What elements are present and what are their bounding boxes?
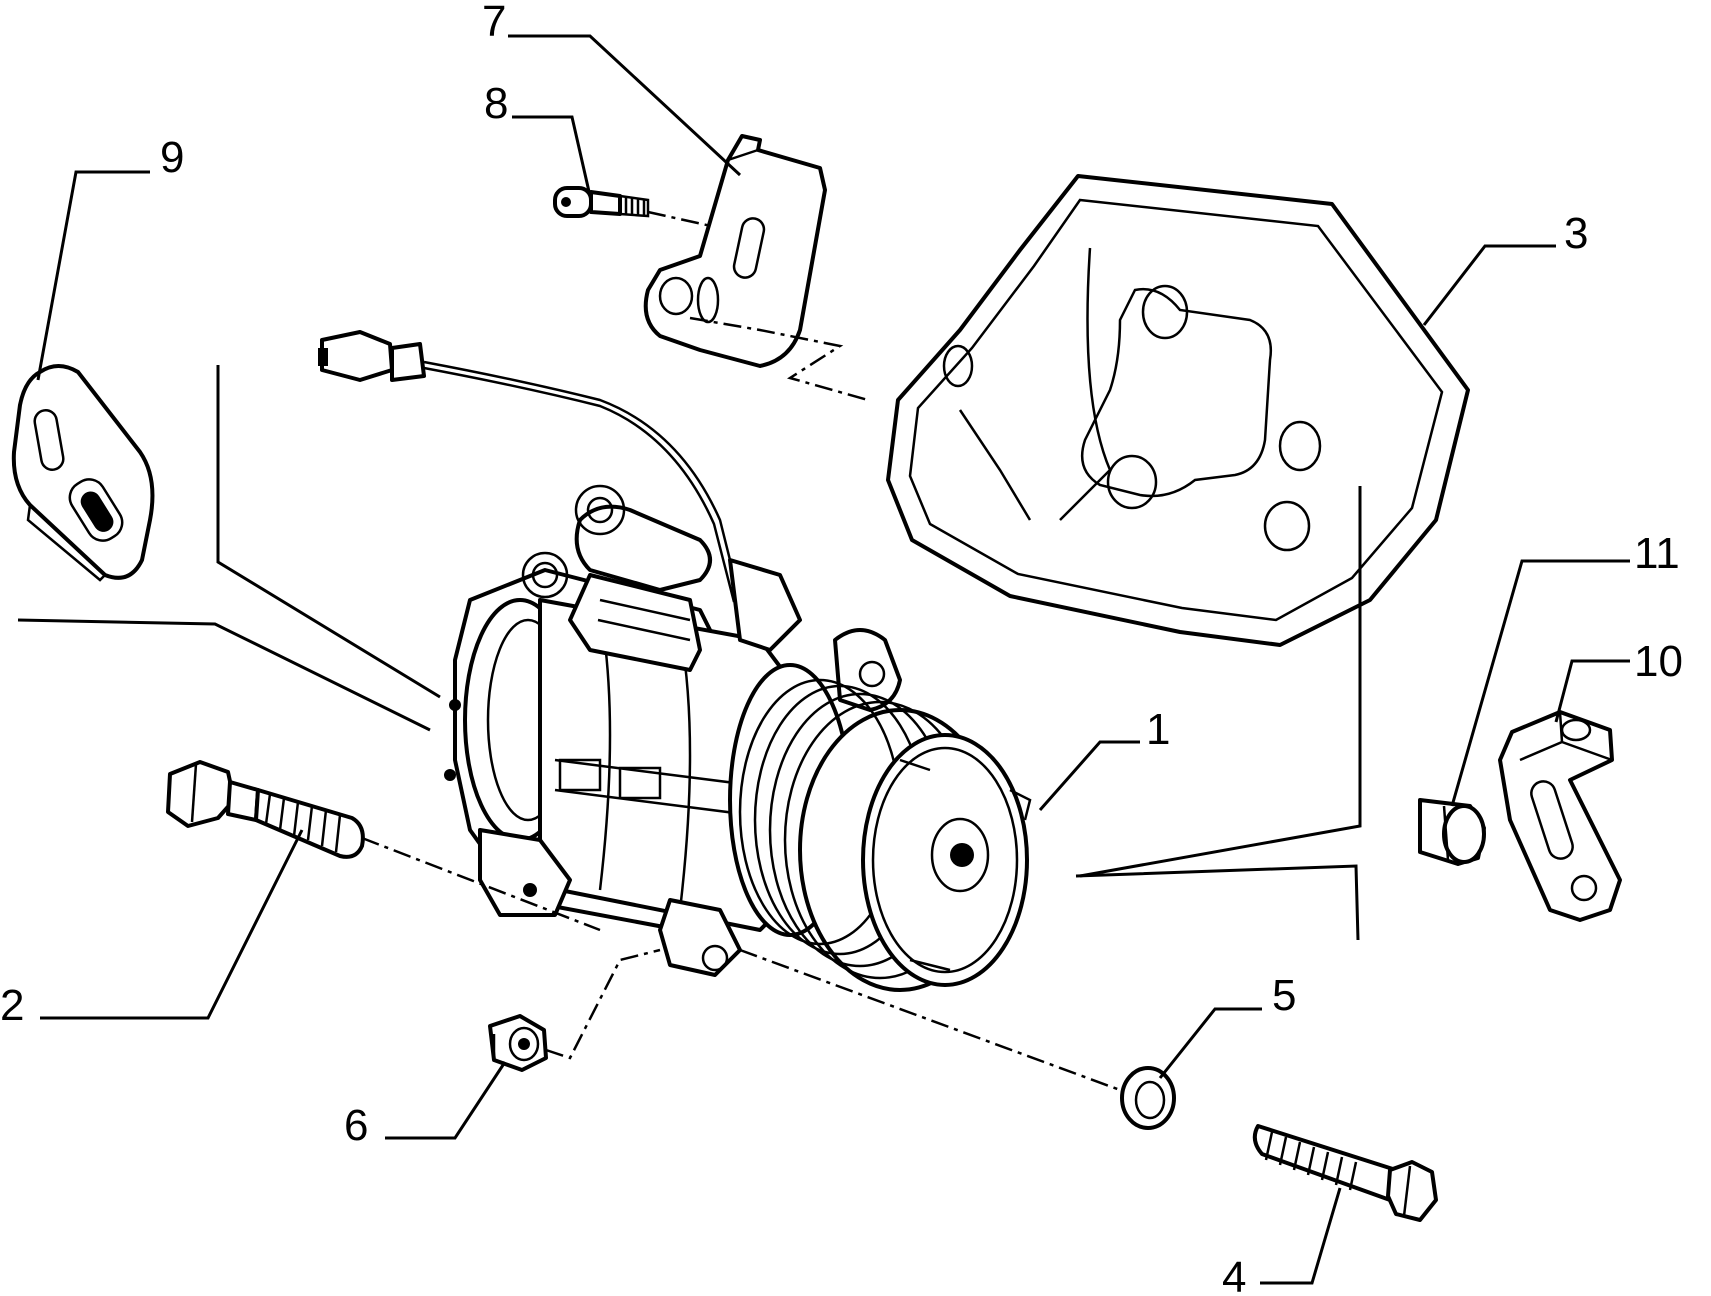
leader-9 <box>36 170 150 381</box>
compressor-icon <box>444 484 1032 992</box>
bolt-icon <box>1252 1124 1438 1222</box>
slotted-plate-icon <box>11 364 155 582</box>
washer-icon <box>739 948 1176 1130</box>
leader-4 <box>1260 1187 1342 1285</box>
leader-11 <box>1450 559 1630 807</box>
assembly-lines <box>17 365 1362 941</box>
callout-5: 5 <box>1272 971 1296 1020</box>
leader-6 <box>385 1061 507 1140</box>
callout-1: 1 <box>1146 705 1170 754</box>
callout-10: 10 <box>1634 637 1683 686</box>
callout-6: 6 <box>344 1101 368 1150</box>
leader-lines <box>36 34 1630 1285</box>
long-bolt-icon <box>166 760 601 932</box>
callout-9: 9 <box>160 133 184 182</box>
electrical-connector-icon <box>318 330 742 603</box>
mounting-bracket-icon <box>886 174 1470 647</box>
callout-3: 3 <box>1564 209 1588 258</box>
screw-icon <box>553 186 721 230</box>
l-bracket-icon <box>1498 710 1622 922</box>
leader-7 <box>508 34 742 177</box>
callout-8: 8 <box>484 79 508 128</box>
nut-icon <box>488 948 661 1072</box>
leader-5 <box>1158 1007 1262 1079</box>
callout-2: 2 <box>0 981 24 1030</box>
leader-8 <box>512 115 592 197</box>
angle-bracket-icon <box>643 134 869 402</box>
leader-3 <box>1422 244 1556 326</box>
callout-7: 7 <box>482 0 506 46</box>
callout-11: 11 <box>1634 529 1680 578</box>
spacer-icon <box>1418 798 1486 866</box>
callout-4: 4 <box>1222 1253 1246 1296</box>
leader-10 <box>1554 659 1630 723</box>
leader-2 <box>40 829 304 1020</box>
leader-1 <box>1038 740 1140 811</box>
